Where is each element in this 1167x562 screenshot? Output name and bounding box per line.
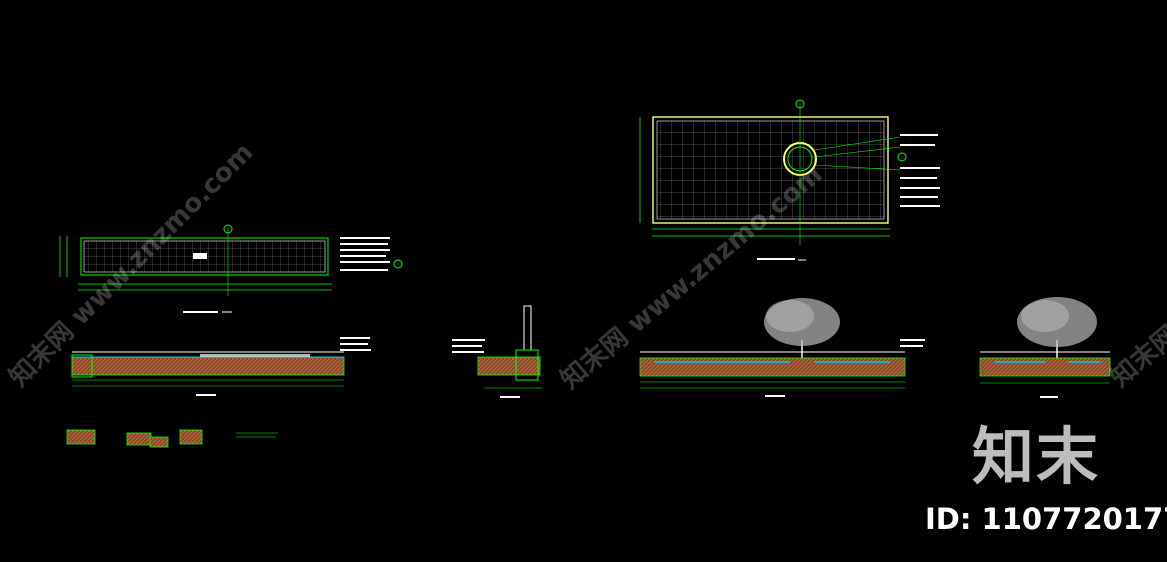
section-narrow-tree xyxy=(979,297,1111,398)
section-long-pool xyxy=(71,337,371,396)
plan-view-square-pool xyxy=(639,99,940,261)
plan-view-long-pool xyxy=(59,224,403,313)
section-square-pool-tree xyxy=(639,298,925,397)
watermark-diagonal: 知末网 www.znzmo.com xyxy=(1105,157,1167,393)
section-wall-detail xyxy=(452,305,542,398)
watermark-id: ID: 1107720177 xyxy=(925,502,1167,536)
details-small xyxy=(66,429,278,448)
watermark-logo: 知末 xyxy=(972,420,1101,493)
